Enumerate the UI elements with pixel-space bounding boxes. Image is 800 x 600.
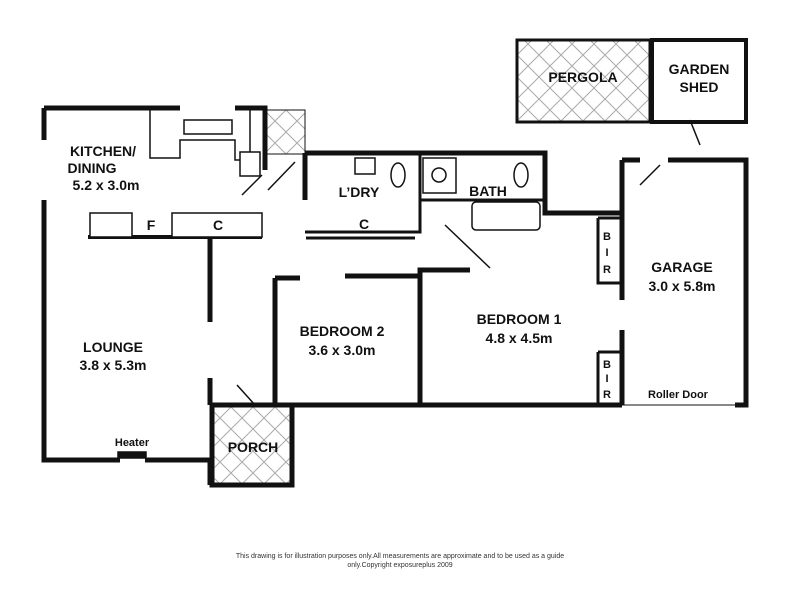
kitchen-cupboard-label: C (213, 217, 223, 233)
heater-label: Heater (115, 437, 150, 449)
bir-2-r: R (603, 389, 611, 401)
roller-door-label: Roller Door (648, 389, 709, 401)
bir-1-r: R (603, 264, 611, 276)
garden-shed-walls (650, 38, 748, 124)
laundry-sink-icon (354, 157, 376, 175)
bir-2-i: I (605, 373, 608, 385)
disclaimer: This drawing is for illustration purpose… (235, 553, 565, 569)
bedroom1-label: BEDROOM 1 (477, 311, 562, 327)
shed-label-2: SHED (680, 79, 719, 95)
bathtub-icon (471, 201, 541, 231)
kitchen-label-2: DINING (68, 160, 117, 176)
bir-1-i: I (605, 247, 608, 259)
hatched-areas (211, 38, 652, 486)
bath-label: BATH (469, 183, 507, 199)
bir-1-b: B (603, 231, 611, 243)
laundry-cupboard-label: C (359, 216, 369, 232)
room-labels: PERGOLA GARDEN SHED KITCHEN/ DINING 5.2 … (68, 61, 730, 455)
door-swings (236, 119, 701, 406)
fridge-label: F (147, 217, 156, 233)
porch-area (211, 406, 293, 486)
shed-label-1: GARDEN (669, 61, 730, 77)
kitchen-label-1: KITCHEN/ (70, 143, 136, 159)
lounge-label: LOUNGE (83, 339, 143, 355)
pergola-label: PERGOLA (548, 69, 617, 85)
bedroom2-size: 3.6 x 3.0m (309, 342, 376, 358)
bir-2-b: B (603, 359, 611, 371)
sink-icon (183, 119, 233, 135)
garage-size: 3.0 x 5.8m (649, 278, 716, 294)
kitchen-size: 5.2 x 3.0m (73, 177, 140, 193)
toilet-icon (390, 162, 406, 188)
bedroom2-label: BEDROOM 2 (300, 323, 385, 339)
bedroom1-size: 4.8 x 4.5m (486, 330, 553, 346)
fridge-box (89, 212, 133, 238)
toilet-icon (513, 162, 529, 188)
pergola-area (515, 38, 652, 124)
stove-icon (239, 151, 261, 177)
entry-hatch (266, 109, 306, 155)
garage-label: GARAGE (651, 259, 712, 275)
lounge-size: 3.8 x 5.3m (80, 357, 147, 373)
laundry-label: L’DRY (339, 184, 380, 200)
fixtures (89, 110, 746, 459)
heater-icon (117, 451, 147, 459)
cupboard-box (171, 212, 263, 238)
porch-label: PORCH (228, 439, 279, 455)
